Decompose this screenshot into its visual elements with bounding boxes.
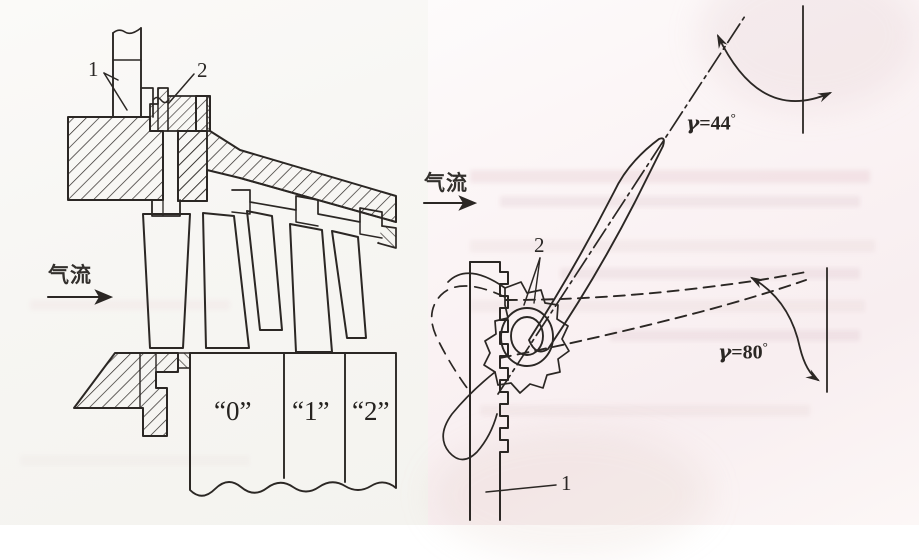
stage-label-1: “1” — [292, 396, 330, 426]
angle-value-open: 80 — [742, 341, 763, 364]
angle-unit-open: ° — [762, 339, 768, 354]
vane-closed-chord-centerline — [497, 15, 746, 395]
callout-leader-1-left — [103, 72, 128, 111]
stage-label-2: “2” — [352, 396, 390, 426]
callout-leader-2-left — [167, 73, 195, 105]
callout-leader-1-right — [485, 484, 557, 493]
actuator-post — [112, 27, 154, 118]
ghost-text-band — [480, 405, 810, 416]
ghost-text-band — [20, 455, 250, 466]
callout-label-1-right: 1 — [561, 471, 572, 495]
actuation-rack-bar — [469, 261, 509, 521]
angle-equals-closed: = — [699, 112, 711, 135]
callout-label-1-left: 1 — [88, 57, 99, 81]
vane-closed-position — [528, 137, 665, 353]
airflow-label-left: 气流 — [48, 263, 92, 287]
stage-label-0: “0” — [214, 396, 252, 426]
stator-vane-2 — [331, 230, 367, 339]
rotor-disc-hub — [73, 352, 179, 437]
splined-lever-hub — [483, 281, 570, 394]
compressor-casing-outer — [67, 116, 164, 201]
callout-label-2-right: 2 — [534, 233, 545, 257]
rotor-blade-2 — [289, 223, 333, 353]
angle-reference-80 — [749, 267, 828, 393]
ghost-text-band — [470, 240, 875, 252]
ghost-text-band — [560, 268, 860, 279]
left-section-drawing — [46, 27, 397, 497]
angle-value-closed: 44 — [710, 112, 731, 135]
stator-mount-shelf — [231, 177, 397, 249]
angle-reference-44 — [716, 5, 833, 134]
vane-spindle-head — [149, 87, 197, 132]
compressor-casing-downstream — [177, 95, 397, 223]
ghost-text-band — [610, 330, 860, 341]
flow-streamline-loop — [430, 285, 506, 393]
angle-unit-closed: ° — [730, 110, 736, 125]
airflow-label-right: 气流 — [424, 171, 468, 195]
flow-streamline-loop-lower — [442, 371, 498, 461]
gamma-symbol-open: γ — [718, 339, 732, 364]
paper-background-left — [0, 0, 428, 525]
rotor-lock-lug — [177, 352, 191, 369]
rotor-drum-panel — [189, 352, 397, 497]
rotor-blade-1 — [202, 212, 250, 349]
callout-leader-2-right — [523, 257, 541, 306]
ghost-text-band — [470, 170, 870, 183]
angle-label-open: γ=80° — [718, 339, 768, 365]
flow-streamline-upper-solid — [447, 272, 506, 289]
right-detail-drawing — [422, 5, 833, 521]
callout-label-2-left: 2 — [197, 58, 208, 82]
ghost-text-band — [30, 300, 230, 310]
angle-label-closed: γ=44° — [686, 110, 736, 136]
vane-row-0 — [142, 213, 191, 349]
paper-background-right — [428, 0, 919, 525]
ghost-text-band — [500, 196, 860, 207]
stator-vane-1 — [246, 210, 283, 331]
line-art-layer — [46, 5, 833, 521]
gamma-symbol-closed: γ — [686, 110, 700, 135]
angle-equals-open: = — [731, 341, 743, 364]
